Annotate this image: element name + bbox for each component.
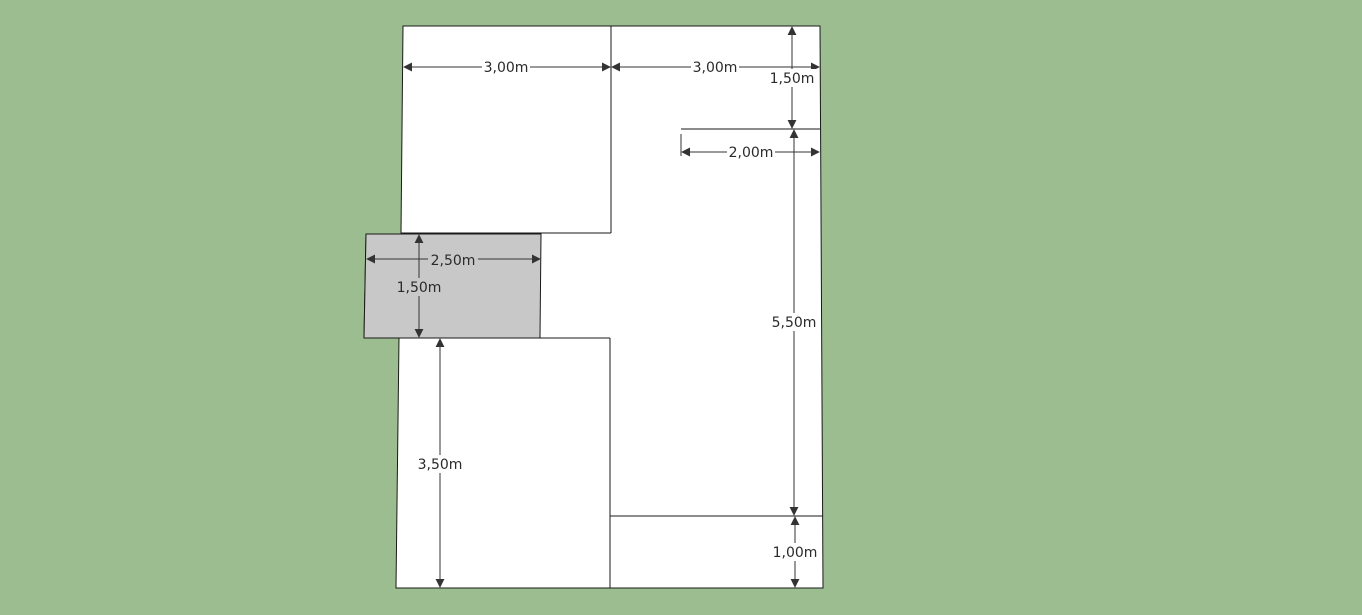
dimension-right-middle-height: 5,50m [770, 129, 818, 516]
dimension-label: 1,00m [773, 545, 818, 561]
annex-room [363, 233, 542, 339]
dimension-bottom-right-height: 1,00m [771, 516, 819, 588]
dimension-label: 5,50m [772, 315, 817, 331]
dimension-label: 3,00m [484, 60, 529, 76]
dimension-label: 3,00m [693, 60, 738, 76]
dimension-bottom-left-height: 3,50m [416, 338, 464, 588]
dimension-label: 1,50m [770, 71, 815, 87]
dimension-label: 2,50m [431, 253, 476, 269]
dimension-top-right-width: 3,00m [611, 58, 820, 76]
dimension-top-right-offset: 1,50m [768, 26, 816, 129]
dimension-label: 1,50m [397, 280, 442, 296]
dimension-label: 3,50m [418, 457, 463, 473]
dimension-inner-width: 2,00m [680, 134, 820, 161]
dimension-label: 2,00m [729, 145, 774, 161]
dimension-annex-height: 1,50m [395, 234, 443, 338]
dimension-annex-width: 2,50m [366, 250, 541, 269]
dimension-top-left-width: 3,00m [403, 58, 611, 76]
